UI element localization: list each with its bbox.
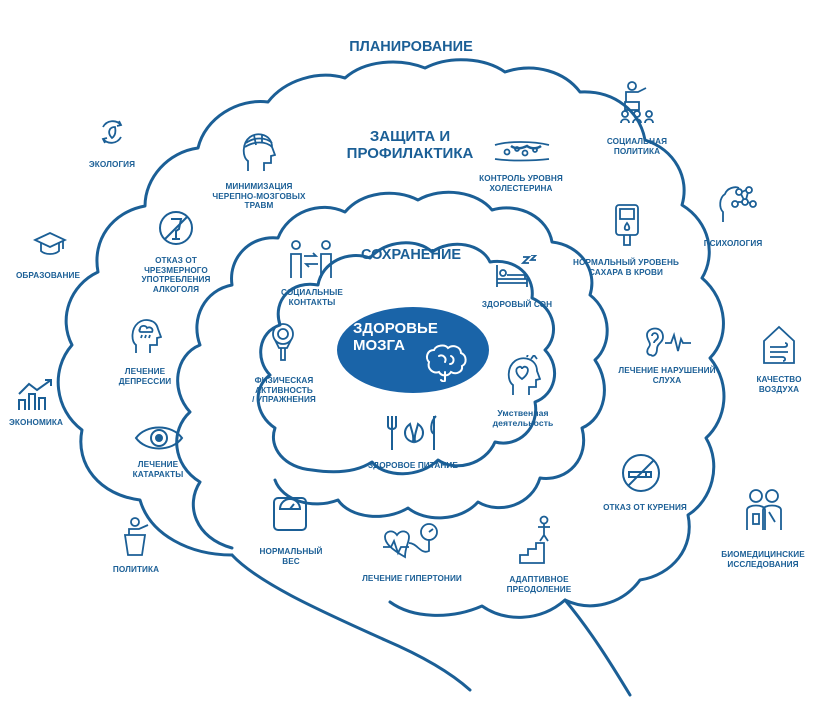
title-protection: ЗАЩИТА И ПРОФИЛАКТИКА [346, 128, 474, 163]
label-education: ОБРАЗОВАНИЕ [15, 271, 81, 280]
brain-stem-left [230, 553, 472, 692]
label-social-contacts: СОЦИАЛЬНЫЕ КОНТАКТЫ [281, 288, 343, 307]
core-label: ЗДОРОВЬЕ МОЗГА [353, 320, 438, 355]
brain-stem-right [563, 598, 632, 697]
ear-icon [643, 325, 693, 361]
graduation-cap-icon [33, 231, 67, 257]
house-air-icon [762, 325, 796, 365]
podium-speaker-icon [122, 517, 152, 557]
head-bandage-icon [240, 131, 276, 173]
label-cholesterol: КОНТРОЛЬ УРОВНЯ ХОЛЕСТЕРИНА [479, 174, 563, 193]
head-cloud-icon [130, 317, 162, 355]
no-smoking-icon [620, 452, 662, 494]
scale-icon [271, 495, 309, 533]
label-economics: ЭКОНОМИКА [9, 418, 63, 427]
title-planning: ПЛАНИРОВАНИЕ [349, 39, 473, 55]
label-politics: ПОЛИТИКА [112, 565, 160, 574]
label-smoking: ОТКАЗ ОТ КУРЕНИЯ [603, 503, 687, 512]
label-tbi: МИНИМИЗАЦИЯ ЧЕРЕПНО-МОЗГОВЫХ ТРАВМ [212, 182, 306, 211]
label-ecology: ЭКОЛОГИЯ [88, 160, 136, 169]
label-psychology: ПСИХОЛОГИЯ [703, 239, 763, 248]
label-cataract: ЛЕЧЕНИЕ КАТАРАКТЫ [132, 460, 184, 479]
artery-plaque-icon [493, 139, 551, 163]
glucometer-icon [612, 203, 642, 247]
outer-brain-contour [56, 58, 726, 619]
label-alcohol: ОТКАЗ ОТ ЧРЕЗМЕРНОГО УПОТРЕБЛЕНИЯ АЛКОГО… [141, 256, 211, 295]
no-alcohol-icon [157, 209, 195, 247]
growth-chart-icon [17, 378, 57, 412]
stairs-icon [518, 515, 558, 565]
label-hearing: ЛЕЧЕНИЕ НАРУШЕНИЙ СЛУХА [618, 366, 716, 385]
label-physical-activity: ФИЗИЧЕСКАЯ АКТИВНОСТЬ / УПРАЖНЕНИЯ [252, 376, 316, 405]
fork-leaf-knife-icon [382, 414, 444, 452]
speaker-audience-icon [620, 80, 654, 124]
head-network-icon [717, 182, 757, 224]
kettlebell-icon [269, 322, 297, 362]
eye-icon [134, 424, 184, 452]
brain-icon [421, 342, 469, 382]
inner-layer-contour [256, 241, 556, 476]
label-blood-sugar: НОРМАЛЬНЫЙ УРОВЕНЬ САХАРА В КРОВИ [573, 258, 679, 277]
bed-sleep-icon [495, 255, 539, 289]
label-healthy-sleep: ЗДОРОВЫЙ СОН [481, 300, 553, 309]
label-weight: НОРМАЛЬНЫЙ ВЕС [259, 547, 323, 566]
label-biomedical-research: БИОМЕДИЦИНСКИЕ ИССЛЕДОВАНИЯ [721, 550, 805, 569]
researchers-icon [744, 488, 784, 532]
blood-pressure-icon [381, 521, 443, 563]
head-heart-icon [505, 355, 541, 397]
recycle-leaf-icon [97, 117, 127, 147]
title-preservation: СОХРАНЕНИЕ [360, 247, 462, 263]
label-social-policy: СОЦИАЛЬНАЯ ПОЛИТИКА [606, 137, 668, 156]
people-exchange-icon [288, 240, 334, 280]
label-mental-activity: Умственная деятельность [492, 408, 554, 429]
middle-layer-contour [175, 190, 609, 550]
label-depression: ЛЕЧЕНИЕ ДЕПРЕССИИ [118, 367, 172, 386]
label-air-quality: КАЧЕСТВО ВОЗДУХА [756, 375, 802, 394]
label-hypertension: ЛЕЧЕНИЕ ГИПЕРТОНИИ [362, 574, 462, 583]
label-adaptive-coping: АДАПТИВНОЕ ПРЕОДОЛЕНИЕ [506, 575, 572, 594]
label-healthy-eating: ЗДОРОВОЕ ПИТАНИЕ [368, 461, 458, 470]
